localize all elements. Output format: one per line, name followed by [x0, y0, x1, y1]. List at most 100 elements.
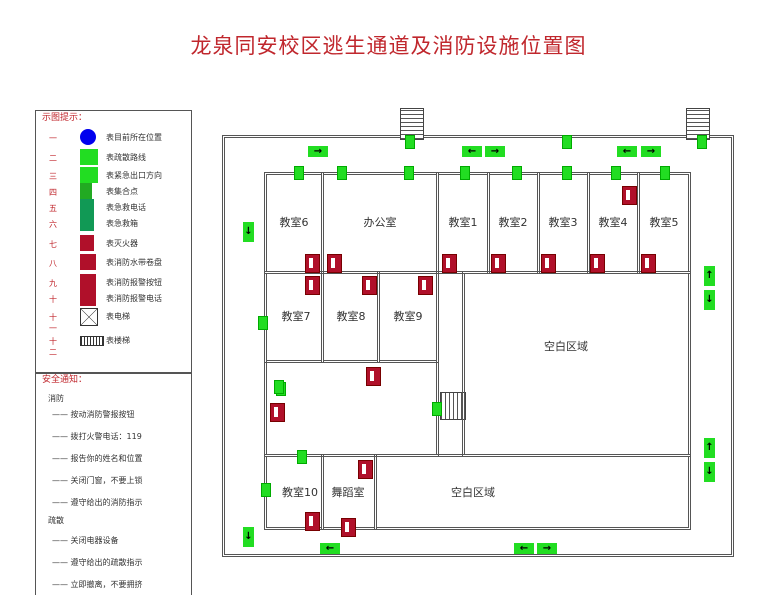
fire-extinguisher-icon [327, 254, 342, 273]
evacuation-arrow-icon: → [308, 146, 328, 157]
room-label: 教室1 [448, 216, 478, 229]
fire-extinguisher-icon [442, 254, 457, 273]
fire-extinguisher-icon [358, 460, 373, 479]
evacuation-arrow-icon: ← [617, 146, 637, 157]
emergency-exit-sign-icon [562, 135, 572, 149]
legend-label: 表紧急出口方向 [106, 171, 162, 180]
fire-heading: 消防 [48, 394, 64, 403]
legend-label: 表电梯 [106, 312, 130, 321]
fire-extinguisher-icon [362, 276, 377, 295]
evacuation-arrow-icon: → [537, 543, 557, 554]
page-title: 龙泉同安校区逃生通道及消防设施位置图 [190, 34, 587, 58]
legend-number: 十二 [49, 337, 57, 357]
notice-heading: 安全通知： [42, 375, 88, 385]
legend-label: 表目前所在位置 [106, 133, 162, 142]
legend-item: 十二 表楼梯 [36, 332, 191, 357]
room-blank-area-1 [462, 271, 691, 457]
legend-label: 表急救箱 [106, 219, 138, 228]
emergency-exit-sign-icon [337, 166, 347, 180]
legend-item: 八 表消防水带卷盘 [36, 254, 191, 272]
room-label: 舞蹈室 [331, 486, 365, 499]
legend-label: 表集合点 [106, 187, 138, 196]
legend-label: 表消防报警按钮 [106, 278, 162, 287]
evac-heading: 疏散 [48, 516, 64, 525]
emergency-exit-sign-icon [512, 166, 522, 180]
legend-number: 三 [49, 172, 57, 181]
evacuation-arrow-icon: → [641, 146, 661, 157]
evacuation-arrow-icon: ← [514, 543, 534, 554]
fire-extinguisher-icon [305, 254, 320, 273]
legend-label: 表消防水带卷盘 [106, 258, 162, 267]
emergency-exit-sign-icon [432, 402, 442, 416]
stairs-icon [80, 336, 104, 346]
fire-extinguisher-icon [641, 254, 656, 273]
fire-instruction: —— 关闭门窗，不要上锁 [52, 476, 143, 485]
evacuation-arrow-icon: ← [320, 543, 340, 554]
fire-instruction: —— 拨打火警电话：119 [52, 432, 142, 441]
evac-instruction: —— 关闭电器设备 [52, 536, 119, 545]
room-classroom-9 [377, 271, 439, 363]
fire-extinguisher-icon [80, 235, 94, 251]
fire-extinguisher-icon [590, 254, 605, 273]
fire-instruction: —— 遵守给出的消防指示 [52, 498, 143, 507]
stairs-icon [440, 392, 466, 420]
first-aid-kit-icon [80, 215, 94, 231]
emergency-exit-sign-icon [80, 167, 98, 183]
fire-hose-reel-icon [80, 254, 96, 270]
room-label: 教室10 [282, 486, 318, 499]
legend-heading: 示图提示： [42, 113, 88, 123]
legend-number: 八 [49, 259, 57, 268]
fire-extinguisher-icon [305, 512, 320, 531]
emergency-exit-sign-icon [562, 166, 572, 180]
room-label: 教室9 [393, 310, 423, 323]
fire-instruction: —— 按动消防警报按钮 [52, 410, 135, 419]
legend-item: 四 表集合点 [36, 183, 191, 201]
room-label: 教室6 [279, 216, 309, 229]
legend-label: 表楼梯 [106, 336, 130, 345]
fire-extinguisher-icon [270, 403, 285, 422]
legend-item: 五 表急救电话 [36, 199, 191, 217]
room-label: 教室3 [548, 216, 578, 229]
emergency-exit-sign-icon [405, 135, 415, 149]
evacuation-arrow-icon: ← [462, 146, 482, 157]
legend-number: 七 [49, 240, 57, 249]
fire-extinguisher-icon [305, 276, 320, 295]
fire-extinguisher-icon [541, 254, 556, 273]
legend-number: 四 [49, 188, 57, 197]
fire-extinguisher-icon [622, 186, 637, 205]
legend-label: 表疏散路线 [106, 153, 146, 162]
legend-number: 二 [49, 154, 57, 163]
emergency-exit-sign-icon [261, 483, 271, 497]
emergency-exit-sign-icon [611, 166, 621, 180]
emergency-exit-sign-icon [660, 166, 670, 180]
room-label: 教室5 [649, 216, 679, 229]
current-location-dot-icon [80, 129, 96, 145]
legend-item: 十一 表电梯 [36, 308, 191, 333]
room-label: 教室8 [336, 310, 366, 323]
legend-number: 一 [49, 134, 57, 143]
evacuation-arrow-icon: → [485, 146, 505, 157]
emergency-exit-sign-icon [697, 135, 707, 149]
room-label: 办公室 [363, 216, 397, 229]
legend-label: 表消防报警电话 [106, 294, 162, 303]
emergency-exit-sign-icon [294, 166, 304, 180]
evacuation-arrow-icon: ↓ [243, 527, 254, 547]
fire-extinguisher-icon [366, 367, 381, 386]
room-label: 教室7 [281, 310, 311, 323]
safety-notice-panel: 安全通知： 消防 —— 按动消防警报按钮—— 拨打火警电话：119—— 报告你的… [35, 372, 192, 595]
outer-wall [222, 135, 734, 557]
fire-alarm-phone-icon [80, 290, 96, 306]
assembly-point-icon [80, 183, 92, 199]
legend-item: 十 表消防报警电话 [36, 290, 191, 308]
room-label: 教室4 [598, 216, 628, 229]
emergency-exit-sign-icon [258, 316, 268, 330]
legend-item: 九 表消防报警按钮 [36, 274, 191, 292]
evacuation-arrow-icon: ↑ [704, 438, 715, 458]
legend-number: 五 [49, 204, 57, 213]
evacuation-arrow-icon: ↓ [704, 290, 715, 310]
emergency-exit-sign-icon [404, 166, 414, 180]
fire-alarm-button-icon [80, 274, 96, 290]
legend-label: 表灭火器 [106, 239, 138, 248]
room-blank-area-2 [374, 454, 691, 530]
room-label: 空白区域 [451, 486, 495, 499]
